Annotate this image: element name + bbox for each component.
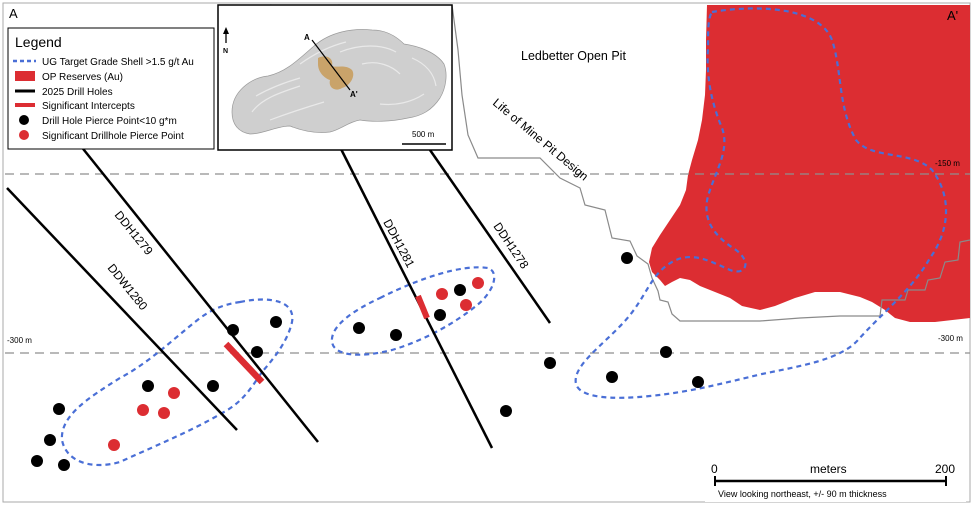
black-dot-icon xyxy=(19,115,29,125)
drill-hole-ddh1278 xyxy=(428,149,552,324)
significant-pierce-point xyxy=(472,277,484,289)
scale-bar: 0 meters 200 View looking northeast, +/-… xyxy=(705,460,966,502)
pierce-point xyxy=(621,252,633,264)
open-pit-label: Ledbetter Open Pit xyxy=(521,49,626,63)
pierce-point xyxy=(353,322,365,334)
pierce-point xyxy=(606,371,618,383)
pierce-point xyxy=(270,316,282,328)
pierce-points-significant xyxy=(108,277,484,451)
significant-intercept-ddh1281 xyxy=(415,294,430,320)
pierce-point xyxy=(390,329,402,341)
pierce-point xyxy=(500,405,512,417)
scale-start-label: 0 xyxy=(711,462,718,476)
significant-pierce-point xyxy=(137,404,149,416)
significant-intercept-ddh1279 xyxy=(223,341,265,385)
legend-item-label: OP Reserves (Au) xyxy=(42,72,123,83)
inset-section-start-label: A xyxy=(304,33,310,42)
legend-item-label: 2025 Drill Holes xyxy=(42,87,113,98)
level-label-300-left: -300 m xyxy=(7,336,32,345)
drill-hole-ddh1279 xyxy=(79,144,319,443)
pierce-point xyxy=(207,380,219,392)
significant-pierce-point xyxy=(460,299,472,311)
inset-pit-terraces xyxy=(251,41,437,121)
red-dot-icon xyxy=(19,130,29,140)
significant-pierce-point xyxy=(108,439,120,451)
pierce-point xyxy=(454,284,466,296)
legend-title: Legend xyxy=(15,34,62,50)
legend-item-label: UG Target Grade Shell >1.5 g/t Au xyxy=(42,57,194,68)
significant-pierce-point xyxy=(436,288,448,300)
pierce-point xyxy=(58,459,70,471)
inset-map: A A' N 500 m xyxy=(217,4,453,151)
north-arrow-head-icon xyxy=(223,27,229,34)
scale-end-label: 200 xyxy=(935,462,955,476)
legend-box xyxy=(7,27,215,150)
section-label-a-prime: A' xyxy=(947,8,958,23)
grade-shell-left xyxy=(60,298,294,467)
inset-scale-label: 500 m xyxy=(412,130,435,139)
red-bar-icon xyxy=(15,103,35,107)
pierce-point xyxy=(544,357,556,369)
op-reserves-area xyxy=(649,5,970,322)
pierce-point xyxy=(53,403,65,415)
pit-design-outline xyxy=(451,4,971,322)
legend: Legend UG Target Grade Shell >1.5 g/t Au… xyxy=(7,27,215,150)
inset-section-line xyxy=(311,39,351,91)
significant-pierce-point xyxy=(168,387,180,399)
level-label-300-right: -300 m xyxy=(938,334,963,343)
grade-shell-middle xyxy=(330,266,496,356)
legend-item-label: Significant Intercepts xyxy=(42,101,135,112)
inset-ore-zone xyxy=(318,56,354,90)
pierce-point xyxy=(227,324,239,336)
scale-unit-label: meters xyxy=(810,462,847,476)
pierce-points-low xyxy=(31,252,704,471)
significant-pierce-point xyxy=(158,407,170,419)
legend-item-label: Drill Hole Pierce Point<10 g*m xyxy=(42,116,177,127)
drill-hole-ddw1280 xyxy=(6,187,238,431)
level-label-150: -150 m xyxy=(935,159,960,168)
pierce-point xyxy=(142,380,154,392)
pierce-point xyxy=(434,309,446,321)
north-label: N xyxy=(223,48,228,55)
inset-section-end-label: A' xyxy=(350,90,358,99)
section-label-a: A xyxy=(9,6,18,21)
pierce-point xyxy=(251,346,263,358)
pierce-point xyxy=(660,346,672,358)
pierce-point xyxy=(31,455,43,467)
view-note: View looking northeast, +/- 90 m thickne… xyxy=(718,489,887,499)
grade-shell-right xyxy=(574,7,948,399)
pierce-point xyxy=(44,434,56,446)
pierce-point xyxy=(692,376,704,388)
red-square-icon xyxy=(15,71,35,81)
legend-item-label: Significant Drillhole Pierce Point xyxy=(42,131,184,142)
